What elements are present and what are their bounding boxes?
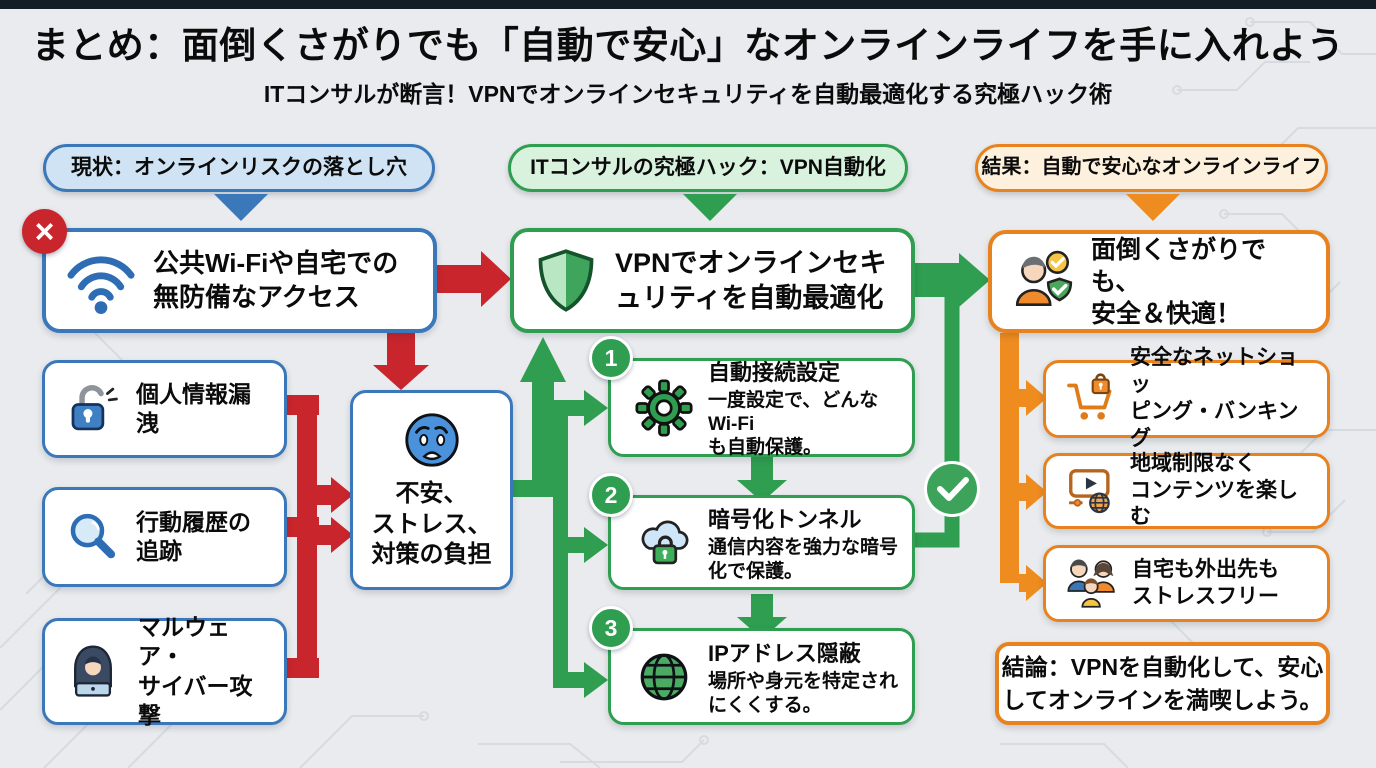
box-vpn-main-label: VPNでオンラインセキ ュリティを自動最適化 xyxy=(615,247,887,313)
box-risk-malware-label: マルウェア・ サイバー攻撃 xyxy=(138,613,253,728)
person-check-icon xyxy=(1015,250,1073,306)
box-conclusion: 結論：VPNを自動化して、安心 してオンラインを満喫しよう。 xyxy=(995,642,1330,725)
globe-icon xyxy=(640,653,688,700)
hacker-icon xyxy=(74,645,112,697)
header-result: 結果：自動で安心なオンラインライフ xyxy=(975,144,1328,192)
box-benefit-content: 地域制限なく コンテンツを楽しむ xyxy=(1043,451,1330,529)
step-3-number: 3 xyxy=(604,614,618,641)
triangle-down-green xyxy=(683,194,737,221)
header-hack: ITコンサルの究極ハック：VPN自動化 xyxy=(508,144,908,192)
step-1-title: 自動接続設定 xyxy=(708,359,841,385)
step-1-body: 一度設定で、どんなWi-Fi も自動保護。 xyxy=(708,389,879,459)
box-risk-tracking: 行動履歴の追跡 xyxy=(42,487,287,587)
box-unprotected-access-label: 公共Wi-Fiや自宅での 無防備なアクセス xyxy=(153,248,399,312)
box-result-main-label: 面倒くさがりでも、 安全＆快適！ xyxy=(1091,235,1267,328)
step-3-text: IPアドレス隠蔽 場所や身元を特定され にくくする。 xyxy=(708,636,898,718)
lock-open-icon xyxy=(71,385,118,431)
shield-icon xyxy=(538,248,594,312)
box-risk-tracking-label: 行動履歴の追跡 xyxy=(136,508,251,564)
check-circle-icon xyxy=(924,461,980,517)
cart-lock-icon xyxy=(1067,373,1112,420)
box-benefit-shopping: 安全なネットショッ ピング・バンキング xyxy=(1043,346,1330,450)
family-icon xyxy=(1067,559,1115,608)
box-benefit-stressfree-label: 自宅も外出先も ストレスフリー xyxy=(1132,557,1279,608)
header-result-label: 結果：自動で安心なオンラインライフ xyxy=(981,156,1322,179)
triangle-down-blue xyxy=(214,194,268,221)
box-benefit-shopping-label: 安全なネットショッ ピング・バンキング xyxy=(1130,346,1299,450)
page-subtitle: ITコンサルが断言！VPNでオンラインセキュリティを自動最適化する究極ハック術 xyxy=(263,81,1113,107)
triangle-down-orange xyxy=(1126,194,1180,221)
wifi-icon xyxy=(67,255,135,314)
step-2-body: 通信内容を強力な暗号 化で保護。 xyxy=(708,536,899,582)
box-vpn-main: VPNでオンラインセキ ュリティを自動最適化 xyxy=(510,228,915,333)
box-benefit-stressfree: 自宅も外出先も ストレスフリー xyxy=(1043,545,1330,622)
step-3-body: 場所や身元を特定され にくくする。 xyxy=(708,670,899,716)
box-conclusion-label: 結論：VPNを自動化して、安心 してオンラインを満喫しよう。 xyxy=(1001,654,1324,713)
box-step-ip-masking: IPアドレス隠蔽 場所や身元を特定され にくくする。 xyxy=(608,628,915,725)
box-result-main: 面倒くさがりでも、 安全＆快適！ xyxy=(988,230,1330,333)
top-strip xyxy=(0,0,1376,9)
box-risk-malware: マルウェア・ サイバー攻撃 xyxy=(42,614,287,728)
page-title: まとめ：面倒くさがりでも「自動で安心」なオンラインライフを手に入れよう xyxy=(31,25,1345,66)
box-risk-data-leak: 個人情報漏洩 xyxy=(42,360,287,458)
step-2-text: 暗号化トンネル 通信内容を強力な暗号 化で保護。 xyxy=(708,502,898,584)
box-stress-label: 不安、 ストレス、 対策の負担 xyxy=(371,479,492,569)
orange-arrows xyxy=(1000,333,1047,601)
box-stress: 不安、 ストレス、 対策の負担 xyxy=(350,390,513,590)
step-3-badge: 3 xyxy=(589,606,633,650)
step-3-title: IPアドレス隠蔽 xyxy=(708,640,861,666)
box-risk-data-leak-label: 個人情報漏洩 xyxy=(136,380,251,436)
step-1-badge: 1 xyxy=(589,336,633,380)
header-hack-label: ITコンサルの究極ハック：VPN自動化 xyxy=(530,155,886,179)
magnifier-icon xyxy=(70,513,116,559)
box-benefit-content-label: 地域制限なく コンテンツを楽しむ xyxy=(1130,451,1298,529)
x-circle-icon: × xyxy=(22,209,67,254)
step-1-text: 自動接続設定 一度設定で、どんなWi-Fi も自動保護。 xyxy=(708,355,898,460)
gear-icon xyxy=(635,378,693,437)
step-1-number: 1 xyxy=(604,344,618,371)
red-arrows xyxy=(287,251,511,678)
video-globe-icon xyxy=(1069,469,1110,514)
step-2-badge: 2 xyxy=(589,473,633,517)
box-step-auto-connect: 自動接続設定 一度設定で、どんなWi-Fi も自動保護。 xyxy=(608,355,915,460)
step-2-number: 2 xyxy=(604,481,618,508)
header-current-label: 現状：オンラインリスクの落とし穴 xyxy=(71,155,407,179)
cloud-lock-icon xyxy=(641,520,689,564)
header-current: 現状：オンラインリスクの落とし穴 xyxy=(43,144,435,192)
box-step-encrypted-tunnel: 暗号化トンネル 通信内容を強力な暗号 化で保護。 xyxy=(608,495,915,590)
worried-face-icon xyxy=(404,413,459,467)
step-2-title: 暗号化トンネル xyxy=(708,506,862,532)
box-unprotected-access: 公共Wi-Fiや自宅での 無防備なアクセス xyxy=(42,228,437,333)
